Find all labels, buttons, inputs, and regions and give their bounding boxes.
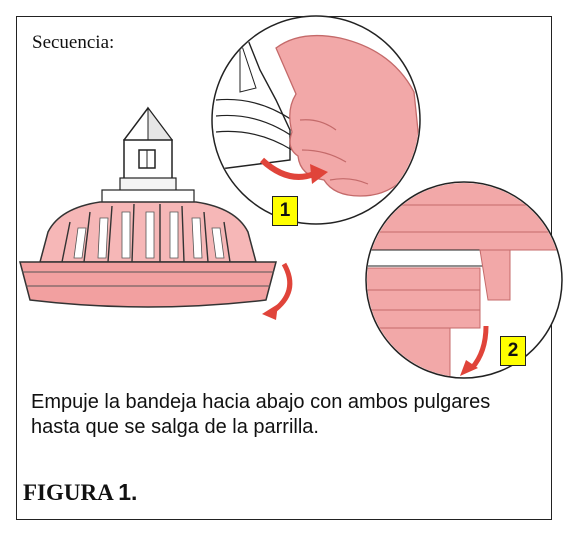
caption-line-1: Empuje la bandeja hacia abajo con ambos … xyxy=(31,391,491,413)
detail-circle-2 xyxy=(365,181,563,379)
feeder-illustration xyxy=(19,106,293,320)
sequence-label: Secuencia: xyxy=(32,32,115,53)
figure-title: FIGURA 1. xyxy=(23,479,137,506)
step-badge-1: 1 xyxy=(272,196,298,226)
step-badge-2: 2 xyxy=(500,336,526,366)
figure-word: FIGURA xyxy=(23,480,113,505)
caption-line-2: hasta que se salga de la parrilla. xyxy=(31,416,319,438)
detail-circle-1 xyxy=(211,15,421,225)
figure-number: 1. xyxy=(118,479,138,505)
instruction-caption: Empuje la bandeja hacia abajo con ambos … xyxy=(31,390,551,440)
